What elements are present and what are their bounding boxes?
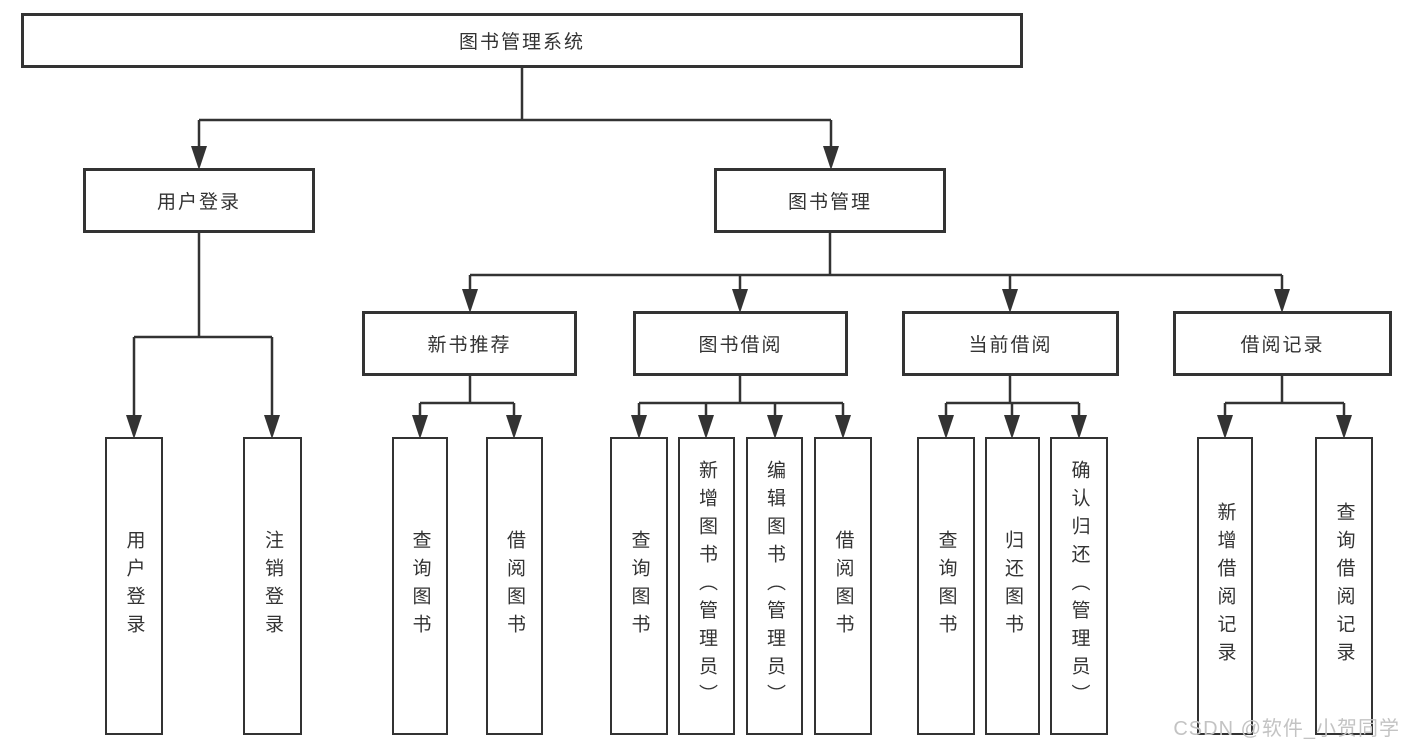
leaf-add-books-admin: 新增图书（管理员） <box>678 437 735 735</box>
leaf-confirm-return-admin: 确认归还（管理员） <box>1050 437 1108 735</box>
node-library-system: 图书管理系统 <box>21 13 1023 68</box>
leaf-borrow-books: 借阅图书 <box>814 437 872 735</box>
watermark: CSDN @软件_小贺同学 <box>1173 718 1400 740</box>
leaf-query-books-borrow: 查询图书 <box>610 437 668 735</box>
leaf-borrow-books-recommend: 借阅图书 <box>486 437 543 735</box>
leaf-user-login: 用户登录 <box>105 437 163 735</box>
node-borrow-records: 借阅记录 <box>1173 311 1392 376</box>
node-user-login: 用户登录 <box>83 168 315 233</box>
node-book-borrow: 图书借阅 <box>633 311 848 376</box>
leaf-return-books: 归还图书 <box>985 437 1040 735</box>
node-book-management: 图书管理 <box>714 168 946 233</box>
leaf-add-borrow-record: 新增借阅记录 <box>1197 437 1253 735</box>
leaf-logout: 注销登录 <box>243 437 302 735</box>
leaf-edit-books-admin: 编辑图书（管理员） <box>746 437 803 735</box>
node-current-borrow: 当前借阅 <box>902 311 1119 376</box>
leaf-query-books-current: 查询图书 <box>917 437 975 735</box>
leaf-query-borrow-record: 查询借阅记录 <box>1315 437 1373 735</box>
node-new-book-recommend: 新书推荐 <box>362 311 577 376</box>
leaf-query-books-recommend: 查询图书 <box>392 437 448 735</box>
